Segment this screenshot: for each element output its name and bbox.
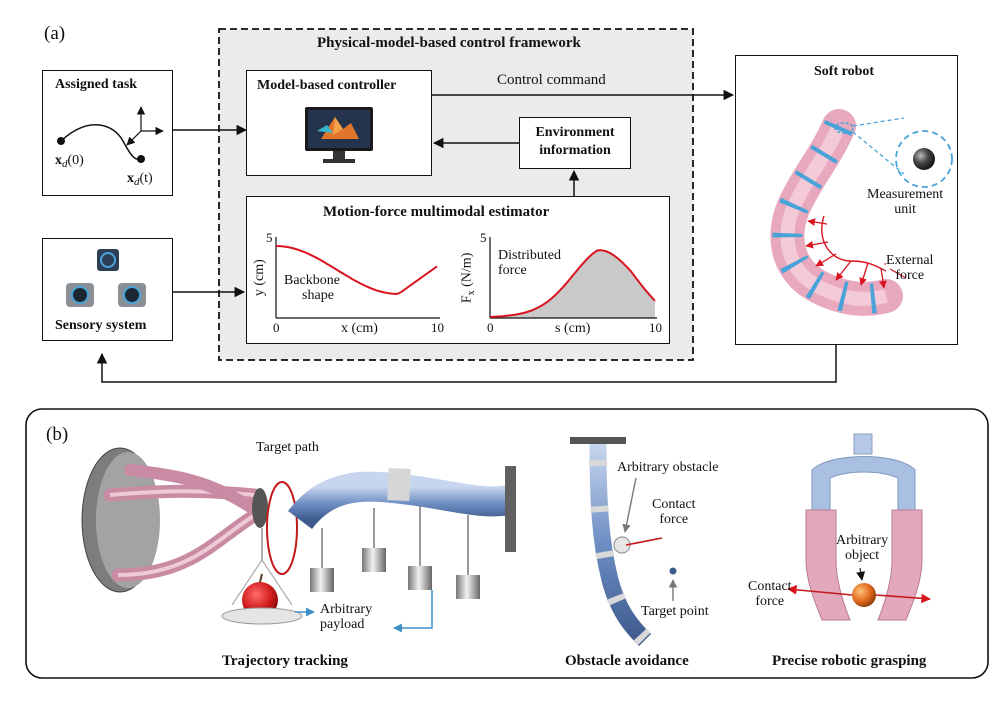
soft-robot-illustration — [770, 109, 953, 316]
measurement-zoom-circle — [895, 130, 953, 188]
target-point-label: Target point — [641, 604, 709, 619]
environment-line2: information — [539, 142, 611, 158]
controller-title: Model-based controller — [257, 78, 397, 93]
target-path-ellipse — [266, 481, 298, 575]
grasping-scene — [787, 433, 931, 621]
wall-mount — [505, 466, 516, 552]
weight-2 — [362, 548, 386, 572]
base-plate-face — [96, 452, 160, 588]
soft-robot-core — [780, 123, 888, 306]
sensor-unit-right — [118, 283, 146, 307]
gripper-head — [811, 456, 916, 516]
assigned-task-box: Assigned task xd(0) xd(t) — [42, 70, 173, 196]
top-mount — [570, 437, 626, 444]
sensor-unit-left — [66, 283, 94, 307]
environment-line1: Environment — [535, 125, 615, 140]
left-x-tick-left: 0 — [273, 320, 280, 335]
grasp-contact-left — [787, 585, 853, 596]
external-force-arrows — [805, 218, 887, 289]
payload-tray — [221, 607, 303, 625]
estimator-title: Motion-force multimodal estimator — [323, 204, 550, 220]
end-effector-disc — [252, 488, 268, 528]
target-path-label: Target path — [256, 440, 319, 455]
right-x-tick-left: 0 — [487, 320, 494, 335]
start-point-label: xd(0) — [55, 153, 84, 170]
right-finger — [877, 509, 923, 621]
feedback-loop-arrow — [96, 345, 837, 383]
framework-title: Physical-model-based control framework — [317, 35, 581, 51]
soft-robot-title: Soft robot — [814, 64, 875, 79]
distributed-force-curve — [489, 249, 656, 318]
obstacle-avoidance-scene — [570, 437, 678, 647]
weight-1 — [310, 568, 334, 592]
measurement-unit-ball — [913, 148, 935, 170]
left-x-axis-label: x (cm) — [341, 321, 378, 336]
panel-b-label: (b) — [46, 424, 69, 445]
blue-arm-vertical — [589, 443, 652, 647]
sensory-system-title: Sensory system — [55, 318, 147, 333]
estimator-plots — [275, 237, 657, 319]
left-finger — [805, 509, 851, 621]
environment-box: Environment information — [519, 117, 631, 169]
estimator-box: Motion-force multimodal estimator 5 0 10… — [246, 196, 670, 344]
sensor-icons — [66, 249, 146, 307]
trajectory-tracking-caption: Trajectory tracking — [222, 653, 348, 669]
assigned-task-title: Assigned task — [55, 77, 138, 92]
controller-box: Model-based controller — [246, 70, 432, 176]
right-x-tick-right: 10 — [649, 320, 662, 335]
obstacle-avoidance-caption: Obstacle avoidance — [565, 653, 689, 669]
grasping-caption: Precise robotic grasping — [772, 653, 927, 669]
grasp-contact-right — [875, 593, 931, 604]
right-x-axis-label: s (cm) — [555, 321, 591, 336]
contact-force-arrow — [625, 537, 663, 546]
end-point-label: xd(t) — [127, 171, 153, 188]
sensory-system-box: Sensory system — [42, 238, 173, 341]
left-x-tick-right: 10 — [431, 320, 444, 335]
panel-a-label: (a) — [44, 23, 66, 44]
left-y-tick-top: 5 — [266, 230, 273, 245]
distributed-force-area — [490, 250, 655, 318]
task-trajectory-icon — [57, 106, 164, 163]
blue-soft-arm — [288, 471, 513, 530]
external-force-leader — [889, 268, 907, 279]
arbitrary-obstacle-label: Arbitrary obstacle — [617, 460, 719, 475]
target-point-dot — [669, 567, 677, 575]
monitor-icon — [305, 107, 373, 163]
backbone-shape-curve — [275, 245, 438, 296]
control-command-label: Control command — [497, 72, 606, 88]
right-y-tick-top: 5 — [480, 230, 487, 245]
weight-3 — [408, 566, 432, 590]
trajectory-tracking-scene — [81, 447, 516, 633]
weight-4 — [456, 575, 480, 599]
sensor-unit-top — [97, 249, 119, 271]
grasped-object — [852, 583, 876, 607]
